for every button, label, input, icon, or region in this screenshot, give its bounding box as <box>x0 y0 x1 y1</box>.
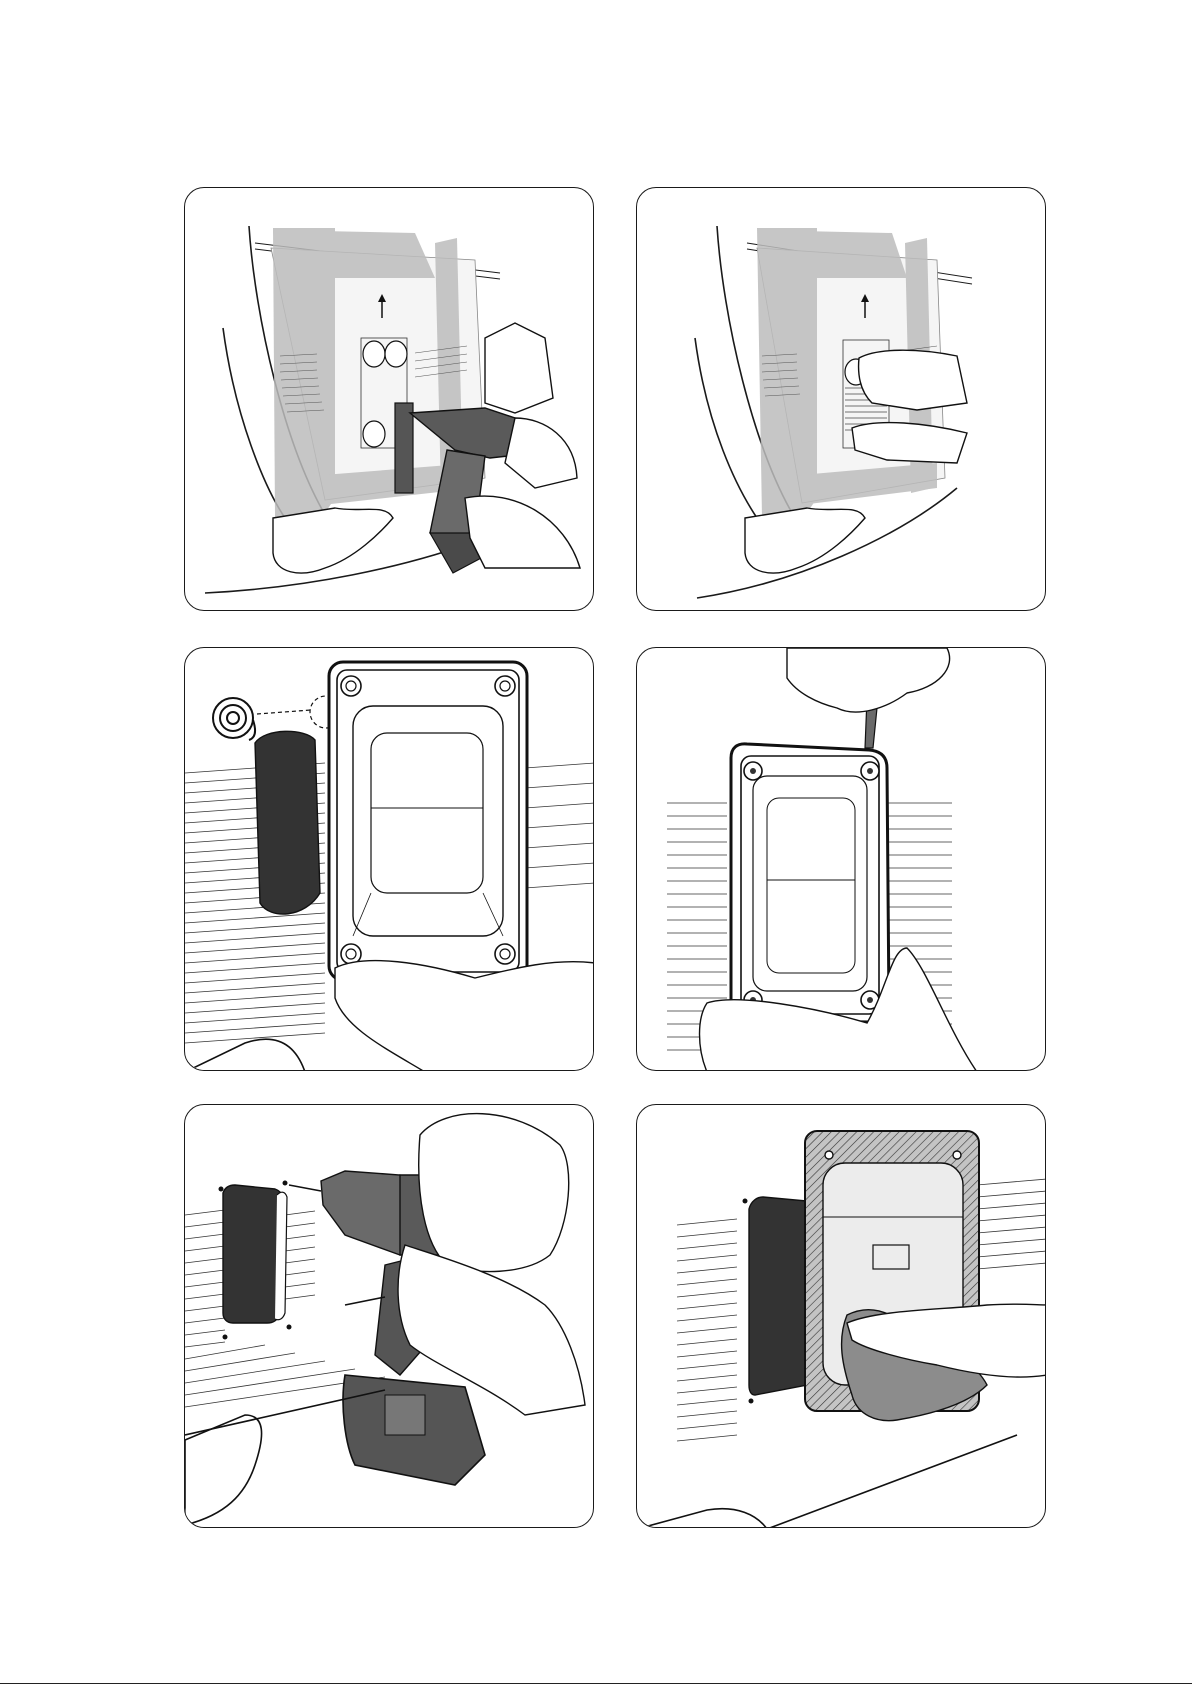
illustration-step-remove-cutout <box>636 187 1046 611</box>
page-bottom-rule <box>0 1683 1192 1684</box>
illustration-step-apply-tape <box>184 647 594 1071</box>
illustration-step-mark-holes <box>636 647 1046 1071</box>
illustration-step-clean-surface <box>636 1104 1046 1528</box>
illustration-step-drill-holes <box>184 1104 594 1528</box>
illustration-step-jigsaw-cut <box>184 187 594 611</box>
